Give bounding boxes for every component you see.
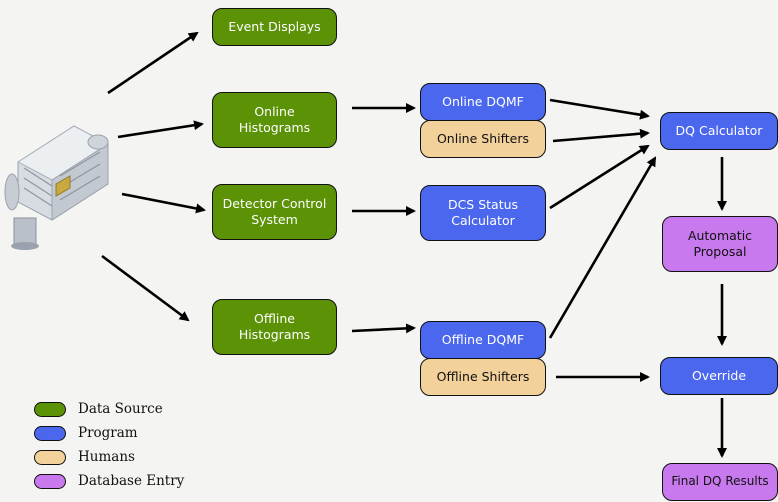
node-label: Offline DQMF [441, 331, 525, 347]
node-label: Online Shifters [436, 130, 530, 146]
node-online-shifters: Online Shifters [420, 120, 546, 158]
arrow-detector-to-event-displays [107, 31, 199, 95]
legend-label: Humans [78, 449, 135, 465]
legend-item-humans: Humans [34, 449, 135, 465]
node-label: DCS Status Calculator [447, 196, 519, 228]
node-detector-control-system: Detector Control System [212, 184, 337, 240]
arrow-detector-to-dcs [121, 192, 206, 214]
node-label: DQ Calculator [675, 122, 763, 138]
legend-label: Program [78, 425, 138, 441]
legend-item-database-entry: Database Entry [34, 473, 184, 489]
legend-item-data-source: Data Source [34, 401, 163, 417]
node-label: Offline Shifters [436, 368, 530, 384]
node-dcs-status-calculator: DCS Status Calculator [420, 185, 546, 241]
legend-label: Data Source [78, 401, 163, 417]
legend-swatch [34, 425, 66, 441]
legend-swatch [34, 401, 66, 417]
node-label: Offline Histograms [238, 310, 311, 342]
arrow-detector-to-offline-histograms [101, 254, 190, 322]
node-override: Override [660, 357, 778, 395]
node-final-dq-results: Final DQ Results [662, 463, 778, 501]
arrow-detector-to-online-histograms [117, 120, 204, 139]
node-online-histograms: Online Histograms [212, 92, 337, 148]
node-label: Override [691, 367, 747, 383]
node-label: Final DQ Results [671, 474, 769, 489]
node-offline-dqmf: Offline DQMF [420, 321, 546, 359]
arrow-offline-dqmf-to-dq-calc [548, 156, 657, 339]
node-label: Online DQMF [442, 93, 524, 109]
node-offline-shifters: Offline Shifters [420, 358, 546, 396]
arrow-online-shifters-to-dq-calc [552, 128, 650, 143]
legend-swatch [34, 473, 66, 489]
node-online-dqmf: Online DQMF [420, 83, 546, 121]
legend-label: Database Entry [78, 473, 185, 489]
arrow-offline-hist-to-offline-dqmf [351, 323, 416, 334]
node-label: Detector Control System [222, 195, 327, 227]
legend-swatch [34, 449, 66, 465]
particle-detector-icon [4, 125, 109, 250]
node-label: Automatic Proposal [687, 227, 753, 259]
node-offline-histograms: Offline Histograms [212, 299, 337, 355]
arrow-dcs-status-to-dq-calc [549, 144, 650, 210]
node-dq-calculator: DQ Calculator [660, 112, 778, 150]
node-label: Event Displays [228, 18, 321, 34]
arrow-online-dqmf-to-dq-calc [549, 98, 650, 120]
node-automatic-proposal: Automatic Proposal [662, 216, 778, 272]
legend-item-program: Program [34, 425, 138, 441]
node-label: Online Histograms [238, 103, 311, 135]
node-event-displays: Event Displays [212, 8, 337, 46]
